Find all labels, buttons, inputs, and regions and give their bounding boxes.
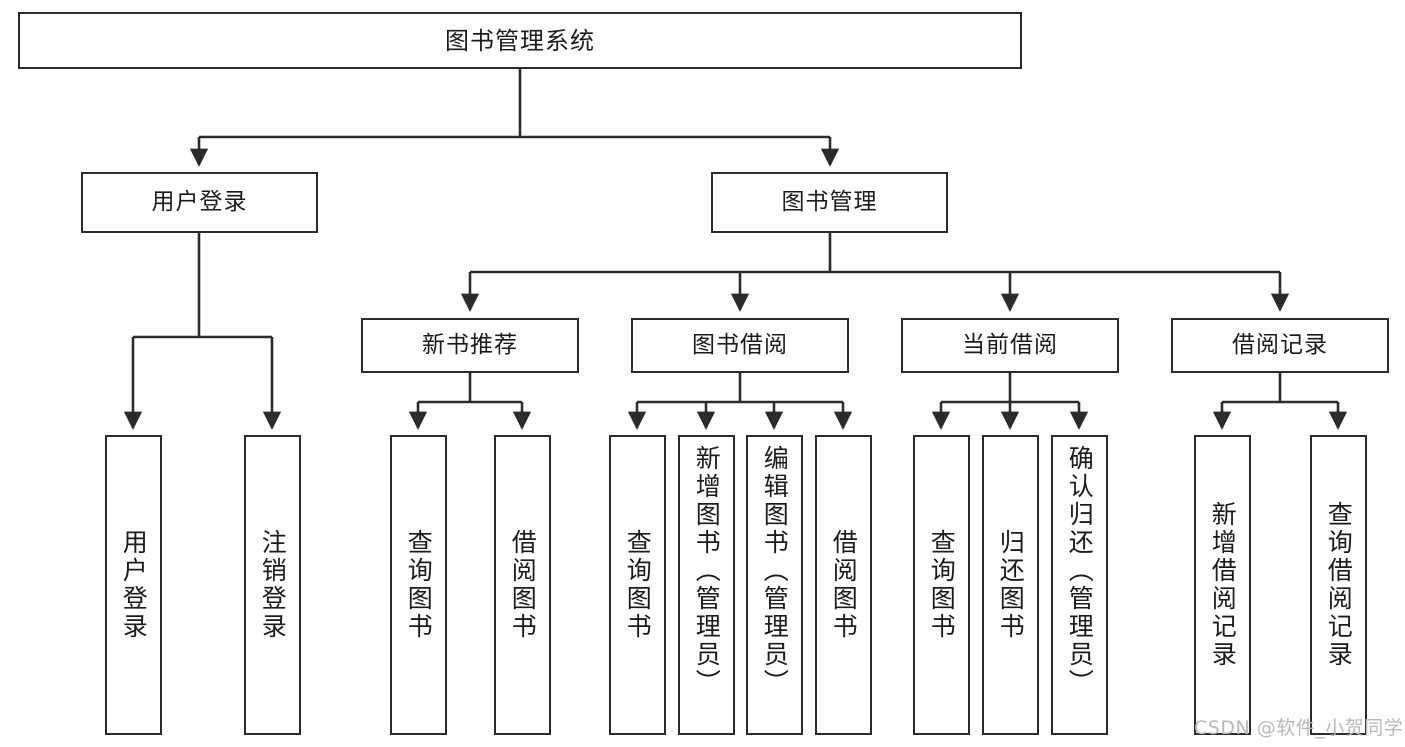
node-label: 图书管理 — [781, 189, 878, 215]
leaf-user-login-logout[interactable]: 注销登录 — [244, 435, 301, 735]
leaf-recommend-borrow-book[interactable]: 借阅图书 — [494, 435, 551, 735]
node-label: 图书借阅 — [692, 332, 788, 358]
node-label: 借阅图书 — [508, 529, 538, 641]
leaf-record-add-record[interactable]: 新增借阅记录 — [1194, 435, 1251, 735]
leaf-borrow-add-book-admin[interactable]: 新增图书（管理员） — [678, 435, 735, 735]
node-label: 查询图书 — [927, 529, 957, 641]
leaf-borrow-query-book[interactable]: 查询图书 — [609, 435, 666, 735]
node-label: 注销登录 — [258, 529, 288, 641]
node-label: 新书推荐 — [422, 332, 518, 358]
node-label: 编辑图书（管理员） — [760, 445, 790, 697]
node-label: 借阅记录 — [1232, 332, 1328, 358]
leaf-current-query-book[interactable]: 查询图书 — [913, 435, 970, 735]
node-book-borrowing[interactable]: 图书借阅 — [631, 318, 849, 373]
node-label: 新增图书（管理员） — [692, 445, 722, 697]
leaf-user-login-login[interactable]: 用户登录 — [105, 435, 162, 735]
leaf-record-query-record[interactable]: 查询借阅记录 — [1310, 435, 1367, 735]
node-label: 新增借阅记录 — [1208, 501, 1238, 669]
node-label: 用户登录 — [151, 189, 248, 215]
node-user-login[interactable]: 用户登录 — [81, 172, 318, 233]
node-label: 借阅图书 — [829, 529, 859, 641]
node-label: 当前借阅 — [962, 332, 1058, 358]
node-label: 查询图书 — [404, 529, 434, 641]
leaf-current-confirm-return-admin[interactable]: 确认归还（管理员） — [1051, 435, 1108, 735]
leaf-borrow-edit-book-admin[interactable]: 编辑图书（管理员） — [746, 435, 803, 735]
node-new-book-recommendation[interactable]: 新书推荐 — [361, 318, 579, 373]
leaf-current-return-book[interactable]: 归还图书 — [982, 435, 1039, 735]
node-label: 确认归还（管理员） — [1065, 445, 1095, 697]
watermark-text: CSDN @软件_小贺同学 — [1194, 717, 1404, 739]
node-label: 查询借阅记录 — [1324, 501, 1354, 669]
node-label: 查询图书 — [623, 529, 653, 641]
node-label: 归还图书 — [996, 529, 1026, 641]
node-label: 图书管理系统 — [445, 26, 595, 55]
node-borrowing-record[interactable]: 借阅记录 — [1171, 318, 1389, 373]
node-book-management[interactable]: 图书管理 — [711, 172, 948, 233]
leaf-borrow-borrow-book[interactable]: 借阅图书 — [815, 435, 872, 735]
node-label: 用户登录 — [119, 529, 149, 641]
node-current-borrowing[interactable]: 当前借阅 — [901, 318, 1119, 373]
leaf-recommend-query-book[interactable]: 查询图书 — [390, 435, 447, 735]
node-root-book-management-system[interactable]: 图书管理系统 — [18, 12, 1022, 69]
